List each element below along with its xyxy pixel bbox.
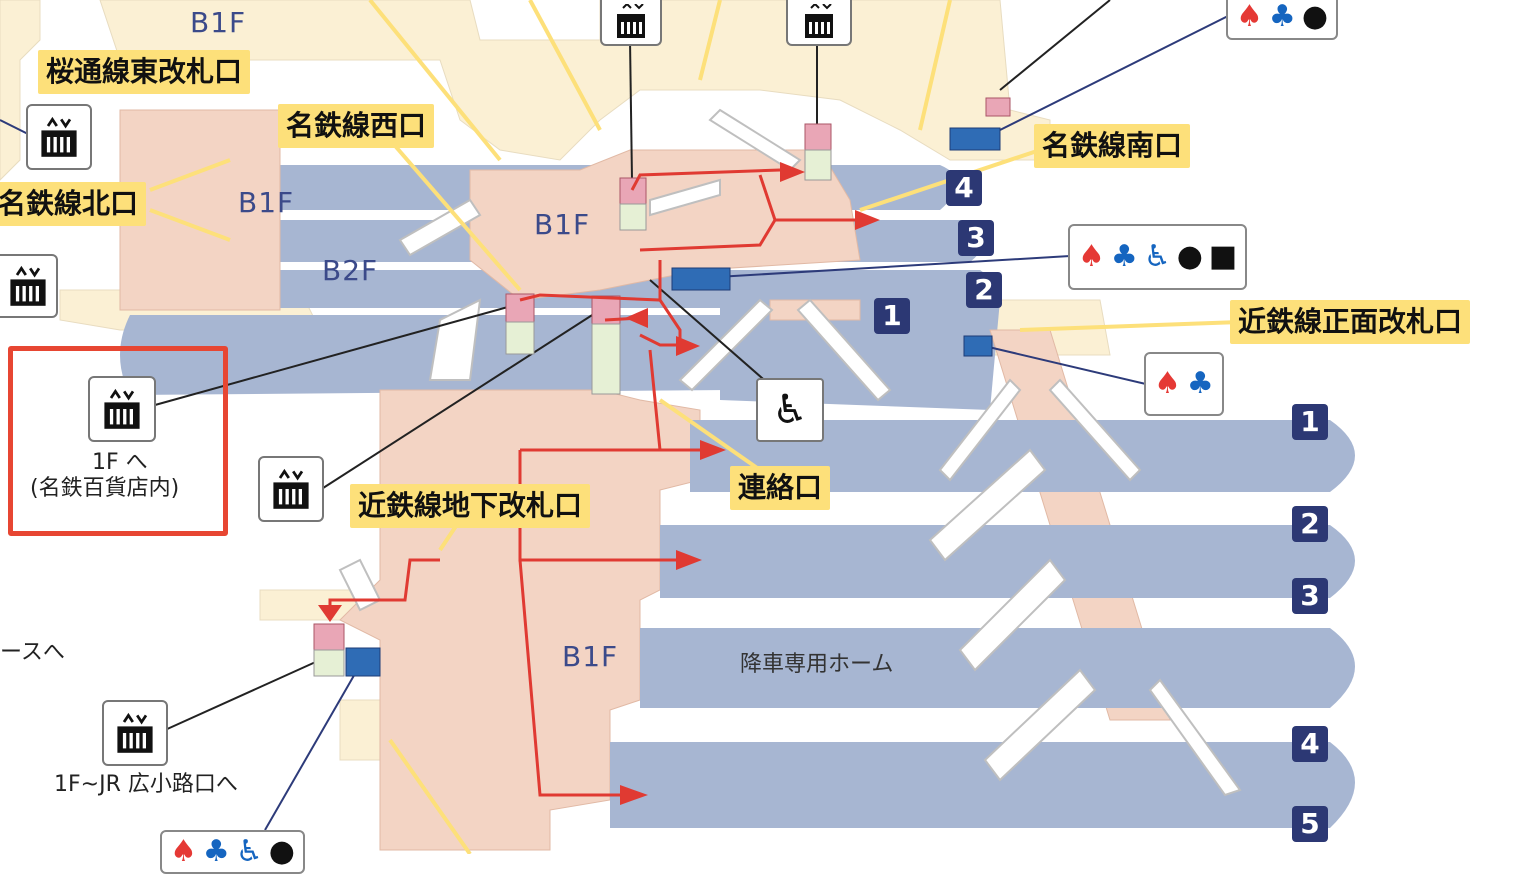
elevator-icon[interactable] [258,456,324,522]
meitetsu-platform-2: 2 [966,272,1002,308]
elevator-icon[interactable] [786,0,852,46]
toilet-male-icon: ♠ [1236,0,1263,34]
kintetsu-platform-5: 5 [1292,806,1328,842]
accessible-toilet-icon: ♿ [235,834,263,869]
station-map [0,0,1355,854]
elevator-icon[interactable] [88,376,156,442]
kintetsu-platform-2: 2 [1292,506,1328,542]
toilet-female-icon: ♠ [1078,239,1105,274]
label-sakuradori-east-gate[interactable]: 桜通線東改札口 [38,50,251,94]
kintetsu-platform-4: 4 [1292,726,1328,762]
toilet-female-icon: ♠ [1154,366,1181,401]
alighting-platform-label: 降車専用ホーム [740,652,894,677]
ostomate-icon: ■ [1208,239,1238,274]
leader-lines [154,0,1111,731]
toilet-male-icon: ♣ [1186,366,1214,401]
baby-care-icon: ● [1301,0,1328,34]
stairs [338,108,1242,797]
label-meitetsu-west-gate[interactable]: 名鉄線西口 [278,104,435,148]
elevator-icon[interactable] [0,254,58,318]
label-kintetsu-underground-gate[interactable]: 近鉄線地下改札口 [350,484,591,528]
note-left-cut: ースへ [0,640,65,665]
elevator-icon[interactable] [102,700,168,766]
note-to-1f-jr-hirokoji: 1F~JR 広小路口へ [54,772,238,797]
baby-care-icon: ● [1176,239,1203,274]
blue-leader-lines [0,9,1241,831]
meitetsu-platform-4: 4 [946,170,982,206]
label-renrakuguchi[interactable]: 連絡口 [730,466,831,510]
baby-care-icon: ● [268,834,295,869]
facility-icons-kintetsu[interactable]: ♠ ♣ [1144,352,1224,416]
callout-lines [149,0,1241,854]
kintetsu-platforms [610,420,1355,828]
label-meitetsu-south-gate[interactable]: 名鉄線南口 [1034,124,1191,168]
floor-label-b1f-top: B1F [190,6,247,39]
floor-label-b1f-left: B1F [238,186,295,219]
floor-label-b2f: B2F [322,254,379,287]
label-meitetsu-north-gate[interactable]: 名鉄線北口 [0,182,147,226]
floor-label-b1f-lower: B1F [562,640,619,673]
kintetsu-platform-3: 3 [1292,578,1328,614]
elevator-icon[interactable] [600,0,662,46]
wheelchair-slope-icon[interactable]: ♿ [756,378,824,442]
facility-icons-meitetsu-south[interactable]: ♠ ♣ ♿ ● ■ [1068,224,1248,290]
toilet-female-icon: ♣ [1268,0,1296,34]
kintetsu-platform-1: 1 [1292,404,1328,440]
elevator-icon[interactable] [26,104,92,170]
toilet-male-icon: ♣ [1110,239,1138,274]
facility-icons-bottom-left[interactable]: ♠ ♣ ♿ ● [160,830,305,874]
meitetsu-platform-3: 3 [958,220,994,256]
note-meitetsu-department-store: (名鉄百貨店内) [30,476,180,501]
label-kintetsu-front-gate[interactable]: 近鉄線正面改札口 [1230,300,1471,344]
elevator-shafts [313,97,1011,677]
floor-label-b1f-center: B1F [534,208,591,241]
note-to-1f: 1F へ [92,450,148,475]
toilet-male-icon: ♣ [202,834,230,869]
toilet-female-icon: ♠ [170,834,197,869]
highlighted-elevator-region[interactable] [8,346,228,536]
accessible-toilet-icon: ♿ [1143,239,1171,274]
route-arrows [318,162,880,805]
facility-icons-top-right[interactable]: ♠ ♣ ● [1226,0,1338,40]
meitetsu-platform-1: 1 [874,298,910,334]
